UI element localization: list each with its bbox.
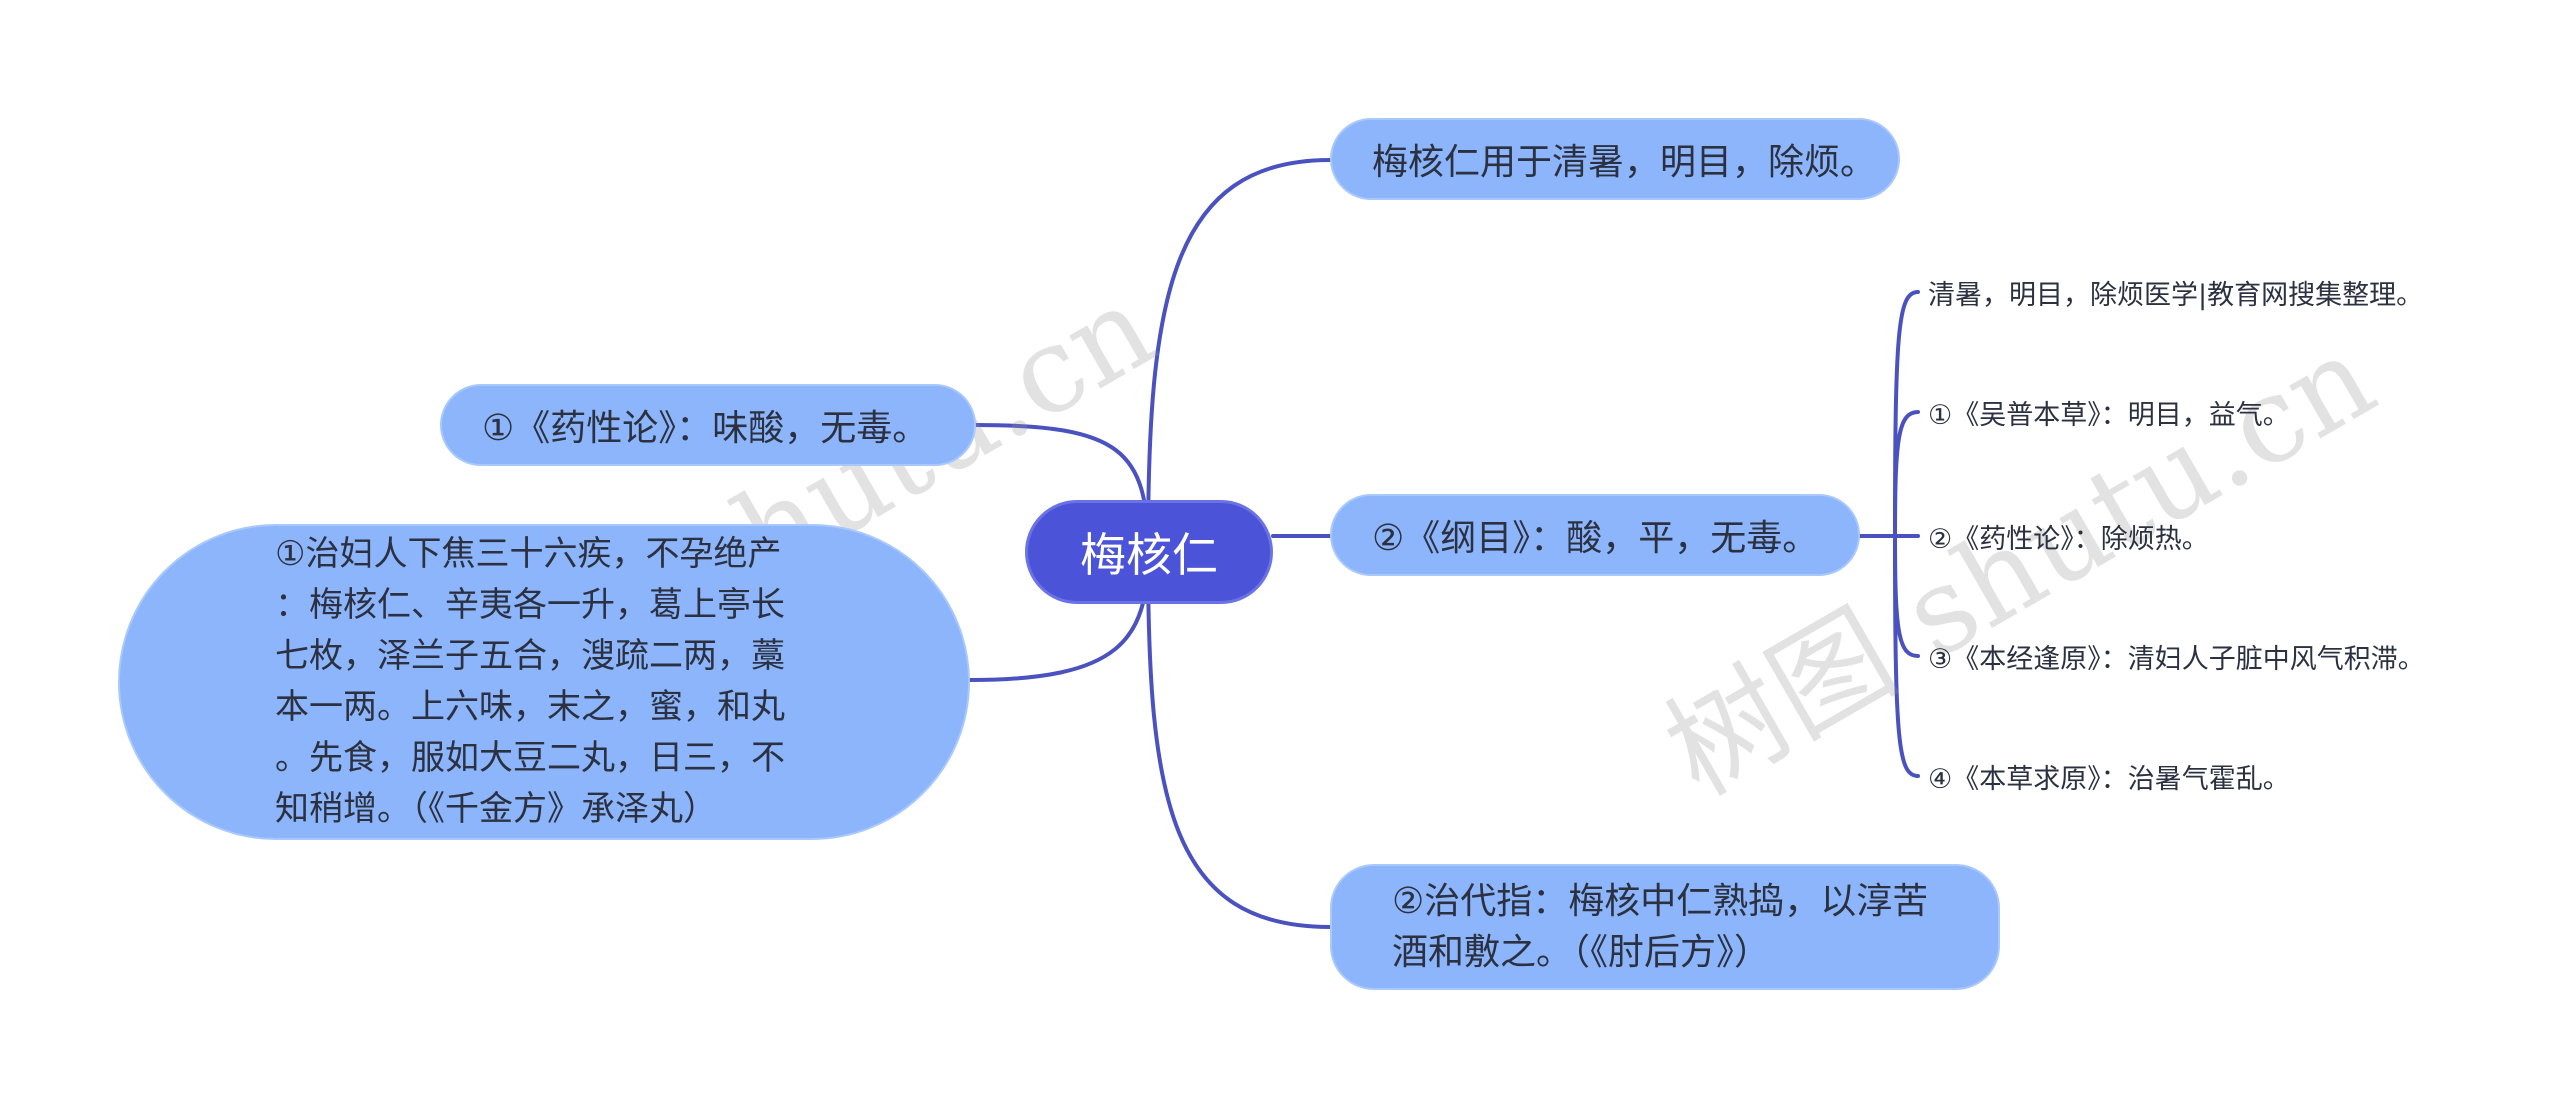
link-sub-2 <box>1893 410 1920 538</box>
leaf-wupu[interactable]: ①《吴普本草》：明目，益气。 <box>1928 392 2290 432</box>
leaf-benjing[interactable]: ③《本经逢原》：清妇人子脏中风气积滞。 <box>1928 636 2425 676</box>
leaf-qiuyuan-label: ④《本草求原》：治暑气霍乱。 <box>1928 763 2290 795</box>
topic-qianjin-line-4: 本一两。上六味，末之，蜜，和丸 <box>275 687 785 727</box>
leaf-benjing-label: ③《本经逢原》：清妇人子脏中风气积滞。 <box>1928 643 2425 675</box>
link-right-1 <box>1146 158 1332 554</box>
leaf-qiuyuan[interactable]: ④《本草求原》：治暑气霍乱。 <box>1928 756 2290 796</box>
topic-yaoxing-left[interactable]: ①《药性论》：味酸，无毒。 <box>440 384 976 466</box>
topic-qianjin-line-5: 。先食，服如大豆二丸，日三，不 <box>275 738 785 778</box>
link-sub-5 <box>1893 534 1920 778</box>
topic-daizhi-line-2: 酒和敷之。（《肘后方》） <box>1392 932 1771 973</box>
topic-gangmu-label: ②《纲目》：酸，平，无毒。 <box>1372 518 1819 559</box>
topic-use[interactable]: 梅核仁用于清暑，明目，除烦。 <box>1330 118 1900 200</box>
topic-daizhi-line-1: ②治代指：梅核中仁熟捣，以淳苦 <box>1392 881 1929 922</box>
root-label: 梅核仁 <box>1080 528 1218 582</box>
leaf-yaoxinglun[interactable]: ②《药性论》：除烦热。 <box>1928 516 2209 556</box>
leaf-qingshu[interactable]: 清暑，明目，除烦医学|教育网搜集整理。 <box>1928 272 2423 312</box>
root-node[interactable]: 梅核仁 <box>1025 500 1273 604</box>
topic-use-label: 梅核仁用于清暑，明目，除烦。 <box>1372 142 1877 183</box>
topic-yaoxing-left-label: ①《药性论》：味酸，无毒。 <box>482 408 929 449</box>
topic-qianjin-line-3: 七枚，泽兰子五合，溲疏二两，藁 <box>275 636 785 676</box>
leaf-wupu-label: ①《吴普本草》：明目，益气。 <box>1928 399 2290 431</box>
topic-gangmu[interactable]: ②《纲目》：酸，平，无毒。 <box>1330 494 1860 576</box>
topic-qianjin-line-6: 知稍增。（《千金方》承泽丸） <box>275 789 717 829</box>
link-right-3 <box>1146 550 1332 929</box>
topic-qianjin-line-2: ：梅核仁、辛夷各一升，葛上亭长 <box>275 585 785 625</box>
leaf-yaoxinglun-label: ②《药性论》：除烦热。 <box>1928 523 2209 555</box>
topic-qianjin-line-1: ①治妇人下焦三十六疾，不孕绝产 <box>275 534 782 574</box>
topic-qianjin[interactable]: ①治妇人下焦三十六疾，不孕绝产 ：梅核仁、辛夷各一升，葛上亭长 七枚，泽兰子五合… <box>118 524 970 840</box>
link-sub-4 <box>1893 534 1920 658</box>
leaf-qingshu-label: 清暑，明目，除烦医学|教育网搜集整理。 <box>1928 279 2424 311</box>
topic-daizhi[interactable]: ②治代指：梅核中仁熟捣，以淳苦 酒和敷之。（《肘后方》） <box>1330 864 2000 990</box>
